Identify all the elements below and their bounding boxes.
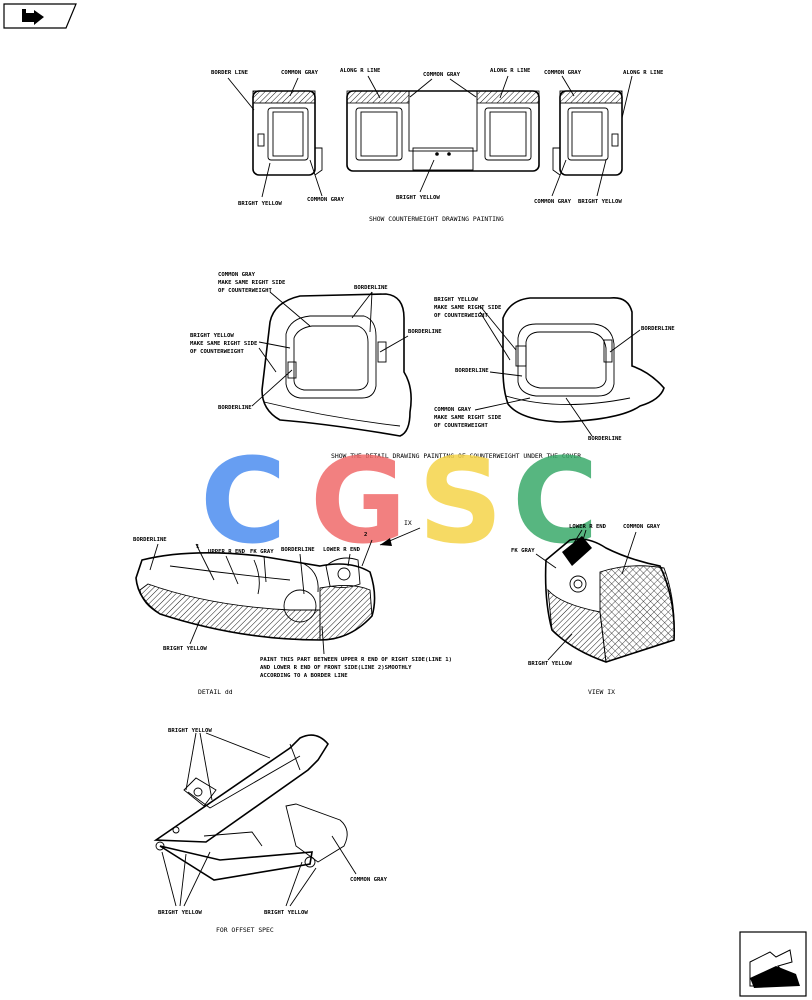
- svg-text:OF COUNTERWEIGHT: OF COUNTERWEIGHT: [218, 288, 273, 294]
- svg-text:DETAIL dd: DETAIL dd: [198, 688, 233, 696]
- svg-text:VIEW IX: VIEW IX: [588, 688, 615, 696]
- section4-labels: BRIGHT YELLOW BRIGHT YELLOW BRIGHT YELLO…: [158, 728, 388, 934]
- svg-text:COMMON GRAY: COMMON GRAY: [423, 72, 461, 78]
- svg-text:PAINT THIS PART BETWEEN UPPER: PAINT THIS PART BETWEEN UPPER R END OF R…: [260, 657, 452, 663]
- cgsc-watermark: C G S C: [200, 432, 599, 570]
- svg-text:BORDER LINE: BORDER LINE: [211, 70, 248, 76]
- counterweight-under-cover-right: [502, 296, 665, 423]
- detail-dd-drawing: [135, 552, 376, 641]
- svg-text:BRIGHT YELLOW: BRIGHT YELLOW: [190, 333, 234, 339]
- next-page-icon[interactable]: [739, 931, 807, 997]
- svg-text:BRIGHT YELLOW: BRIGHT YELLOW: [158, 910, 202, 916]
- svg-text:BORDERLINE: BORDERLINE: [455, 368, 489, 374]
- svg-text:1: 1: [196, 544, 200, 550]
- svg-text:OF COUNTERWEIGHT: OF COUNTERWEIGHT: [190, 349, 245, 355]
- section3-labels: BORDERLINE UPPER R END FK GRAY BORDERLIN…: [133, 519, 661, 696]
- svg-text:COMMON GRAY: COMMON GRAY: [544, 70, 582, 76]
- svg-text:BRIGHT YELLOW: BRIGHT YELLOW: [396, 195, 440, 201]
- svg-text:IX: IX: [404, 519, 412, 527]
- svg-text:FOR OFFSET SPEC: FOR OFFSET SPEC: [216, 926, 274, 934]
- svg-text:UPPER R END: UPPER R END: [208, 549, 246, 555]
- svg-text:BRIGHT YELLOW: BRIGHT YELLOW: [238, 201, 282, 207]
- svg-text:ACCORDING TO A BORDER LINE: ACCORDING TO A BORDER LINE: [260, 673, 348, 679]
- section4-leaders: [161, 732, 357, 907]
- svg-text:ALONG R LINE: ALONG R LINE: [623, 70, 663, 76]
- svg-text:MAKE SAME RIGHT SIDE: MAKE SAME RIGHT SIDE: [190, 341, 257, 347]
- svg-text:BORDERLINE: BORDERLINE: [588, 436, 622, 442]
- section1-labels: BORDER LINE COMMON GRAY ALONG R LINE COM…: [211, 68, 663, 223]
- svg-text:COMMON GRAY: COMMON GRAY: [281, 70, 319, 76]
- svg-text:SHOW THE DETAIL DRAWING PAINTI: SHOW THE DETAIL DRAWING PAINTING OF COUN…: [331, 452, 581, 460]
- offset-boom-drawing: [153, 734, 348, 881]
- svg-text:MAKE SAME RIGHT SIDE: MAKE SAME RIGHT SIDE: [218, 280, 285, 286]
- svg-text:BRIGHT YELLOW: BRIGHT YELLOW: [434, 297, 478, 303]
- svg-text:COMMON GRAY: COMMON GRAY: [534, 199, 572, 205]
- svg-text:AND LOWER R END OF FRONT SIDE(: AND LOWER R END OF FRONT SIDE(LINE 2)SMO…: [260, 665, 412, 671]
- svg-text:FK GRAY: FK GRAY: [250, 549, 274, 555]
- svg-text:COMMON GRAY: COMMON GRAY: [218, 272, 256, 278]
- svg-text:OF COUNTERWEIGHT: OF COUNTERWEIGHT: [434, 313, 489, 319]
- svg-text:LOWER R END: LOWER R END: [323, 547, 361, 553]
- svg-text:LOWER R END: LOWER R END: [569, 524, 607, 530]
- svg-text:ALONG R LINE: ALONG R LINE: [490, 68, 530, 74]
- svg-text:COMMON GRAY: COMMON GRAY: [350, 877, 388, 883]
- section1-leaders: [227, 75, 633, 198]
- svg-text:G: G: [310, 432, 407, 570]
- counterweight-right-view: [552, 90, 623, 176]
- svg-text:BORDERLINE: BORDERLINE: [354, 285, 388, 291]
- section2-labels: COMMON GRAY MAKE SAME RIGHT SIDE OF COUN…: [190, 272, 675, 460]
- svg-text:BRIGHT YELLOW: BRIGHT YELLOW: [168, 728, 212, 734]
- svg-text:COMMON GRAY: COMMON GRAY: [434, 407, 472, 413]
- svg-text:BORDERLINE: BORDERLINE: [641, 326, 675, 332]
- svg-text:BRIGHT YELLOW: BRIGHT YELLOW: [163, 646, 207, 652]
- book-page-icon[interactable]: [3, 3, 77, 29]
- section3-leaders: [149, 527, 637, 661]
- svg-text:BORDERLINE: BORDERLINE: [133, 537, 167, 543]
- svg-text:SHOW COUNTERWEIGHT DRAWING PAI: SHOW COUNTERWEIGHT DRAWING PAINTING: [369, 215, 504, 223]
- svg-text:ALONG R LINE: ALONG R LINE: [340, 68, 380, 74]
- counterweight-left-view: [252, 90, 323, 176]
- svg-text:COMMON GRAY: COMMON GRAY: [307, 197, 345, 203]
- svg-text:MAKE SAME RIGHT SIDE: MAKE SAME RIGHT SIDE: [434, 415, 501, 421]
- svg-text:OF COUNTERWEIGHT: OF COUNTERWEIGHT: [434, 423, 489, 429]
- svg-text:BORDERLINE: BORDERLINE: [281, 547, 315, 553]
- svg-text:MAKE SAME RIGHT SIDE: MAKE SAME RIGHT SIDE: [434, 305, 501, 311]
- svg-text:BRIGHT YELLOW: BRIGHT YELLOW: [578, 199, 622, 205]
- svg-text:C: C: [200, 432, 287, 570]
- svg-text:COMMON GRAY: COMMON GRAY: [623, 524, 661, 530]
- svg-text:BORDERLINE: BORDERLINE: [218, 405, 252, 411]
- svg-text:BORDERLINE: BORDERLINE: [408, 329, 442, 335]
- svg-text:BRIGHT YELLOW: BRIGHT YELLOW: [528, 661, 572, 667]
- svg-text:2: 2: [364, 532, 367, 538]
- svg-text:FK GRAY: FK GRAY: [511, 548, 535, 554]
- section2-leaders: [251, 291, 641, 437]
- svg-text:S: S: [418, 432, 503, 570]
- view-ix-drawing: [544, 536, 676, 663]
- counterweight-rear-view: [346, 90, 540, 172]
- counterweight-under-cover-left: [261, 293, 412, 437]
- svg-text:BRIGHT YELLOW: BRIGHT YELLOW: [264, 910, 308, 916]
